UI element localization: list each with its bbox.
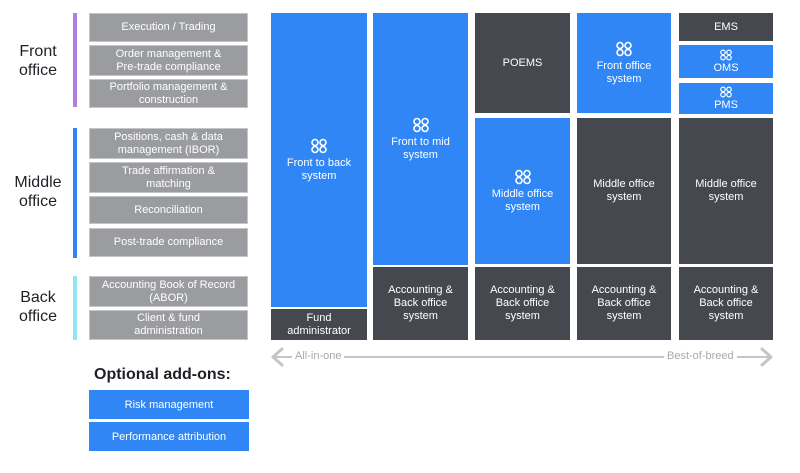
column5-oms-label: OMS [713,61,739,74]
column2-front-to-mid-system: Front to mid system [373,13,468,265]
right-arrow-icon [760,347,773,367]
addon-risk-management: Risk management [89,390,249,419]
left-arrow-icon [271,347,284,367]
back-office-bar [73,276,77,340]
column4-front-label: Front office system [596,59,652,85]
column2-accounting-back-office: Accounting & Back office system [373,267,468,340]
column1-front-to-back-system: Front to back system [271,13,367,307]
column5-pms: PMS [679,83,773,114]
function-portfolio-management: Portfolio management & construction [89,79,248,108]
column3-poems-label: POEMS [502,56,543,69]
front-office-bar [73,13,77,107]
axis-label-best-of-breed: Best-of-breed [664,350,737,362]
function-positions-ibor: Positions, cash & data management (IBOR) [89,128,248,159]
function-order-management: Order management & Pre-trade compliance [89,45,248,76]
column1-main-label: Front to back system [286,156,352,182]
cloverleaf-icon [311,138,327,153]
column2-main-label: Front to mid system [391,135,450,161]
axis-label-all-in-one: All-in-one [292,350,345,362]
column3-back-label: Accounting & Back office system [490,284,555,322]
column5-ems: EMS [679,13,773,41]
column1-admin-label: Fund administrator [287,311,351,337]
function-post-trade-compliance: Post-trade compliance [89,228,248,257]
section-label-back: Back office [19,289,57,325]
addons-title: Optional add-ons: [94,366,231,383]
column5-accounting-back-office: Accounting & Back office system [679,267,773,340]
function-abor: Accounting Book of Record (ABOR) [89,276,248,307]
function-trade-affirmation: Trade affirmation & matching [89,162,248,193]
cloverleaf-icon [720,86,732,97]
column3-poems: POEMS [475,13,570,113]
column1-fund-administrator: Fund administrator [271,309,367,340]
column5-middle-label: Middle office system [695,178,757,203]
column4-middle-label: Middle office system [593,178,655,203]
cloverleaf-icon [514,169,531,184]
column3-middle-label: Middle office system [491,187,554,213]
column2-back-label: Accounting & Back office system [388,284,453,322]
column5-pms-label: PMS [714,98,738,111]
column5-middle-office-system: Middle office system [679,118,773,264]
function-client-fund-admin: Client & fund administration [89,310,248,340]
column3-middle-office-system: Middle office system [475,118,570,264]
column5-ems-label: EMS [714,20,738,33]
section-label-middle: Middle office [14,174,62,210]
cloverleaf-icon [412,117,429,132]
middle-office-bar [73,128,77,258]
column4-accounting-back-office: Accounting & Back office system [577,267,671,340]
cloverleaf-icon [616,41,632,56]
column5-back-label: Accounting & Back office system [693,284,759,322]
column3-accounting-back-office: Accounting & Back office system [475,267,570,340]
section-label-front: Front office [19,43,57,79]
column5-oms: OMS [679,45,773,78]
addon-performance-attribution: Performance attribution [89,422,249,451]
column4-front-office-system: Front office system [577,13,671,113]
column4-back-label: Accounting & Back office system [591,284,657,322]
function-reconciliation: Reconciliation [89,196,248,224]
column4-middle-office-system: Middle office system [577,118,671,264]
function-execution-trading: Execution / Trading [89,13,248,42]
cloverleaf-icon [720,49,732,60]
